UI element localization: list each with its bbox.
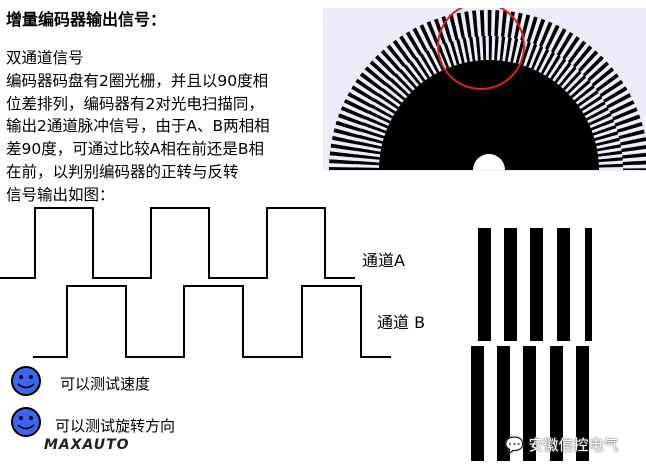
highlight-circle (437, 8, 525, 90)
description-text: 双通道信号 编码器码盘有2圈光栅，并且以90度相 位差排列，编码器有2对光电扫描… (6, 47, 270, 207)
grating-bars (471, 228, 592, 461)
upper-grating (478, 228, 592, 341)
body-line: 在前，以判别编码器的正转与反转 (6, 162, 239, 181)
body-line: 位差排列，编码器有2对光电扫描同， (6, 94, 264, 113)
smiley-icon (11, 407, 41, 437)
watermark: 💬 安徽信控电气 (505, 434, 618, 455)
feature-speed: 可以测试速度 (60, 375, 151, 393)
grating-bar (523, 346, 536, 461)
channel-b-waveform (33, 285, 391, 358)
watermark-text: 安徽信控电气 (528, 436, 619, 454)
channel-a-label: 通道A (362, 251, 405, 270)
body-line: 信号输出如图： (6, 185, 115, 204)
lower-grating (471, 346, 589, 461)
body-line: 输出2通道脉冲信号，由于A、B两相相 (6, 117, 270, 136)
channel-b-label: 通道 B (377, 313, 426, 332)
grating-bar (585, 228, 592, 341)
grating-bar (497, 346, 510, 461)
channel-a-waveform (0, 207, 355, 279)
maxauto-logo: MAXAUTO (44, 437, 130, 453)
grating-bar (557, 228, 570, 341)
feature-direction: 可以测试旋转方向 (55, 417, 176, 435)
smiley-icon (11, 366, 41, 396)
shaft-hole (473, 154, 505, 170)
body-line: 编码器码盘有2圈光栅，并且以90度相 (6, 71, 269, 90)
grating-bar (471, 346, 484, 461)
grating-bar (478, 228, 491, 341)
grating-bar (504, 228, 517, 341)
grating-bar (550, 346, 563, 461)
disk-center (379, 60, 599, 170)
outer-grating-ring (329, 10, 646, 170)
grating-bar (576, 346, 589, 461)
grating-bar (530, 228, 543, 341)
slide-title: 增量编码器输出信号： (6, 10, 167, 29)
wechat-icon: 💬 (505, 436, 524, 454)
inner-grating-ring (355, 36, 623, 170)
body-line: 双通道信号 (6, 49, 84, 67)
encoder-disk-image (323, 8, 646, 171)
quadrature-waveform (0, 207, 391, 358)
body-line: 差90度，可通过比较A相在前还是B相 (6, 140, 264, 159)
